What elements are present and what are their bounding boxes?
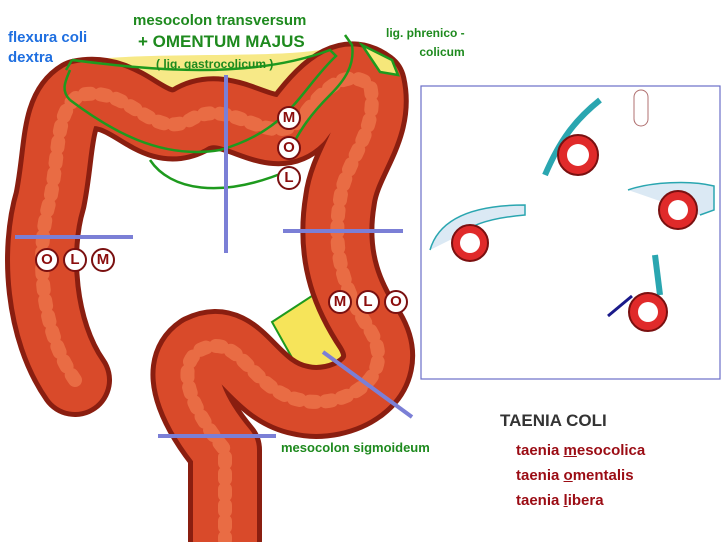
phrenico-line-1: lig. phrenico - — [386, 26, 465, 40]
taenia-prefix: taenia — [516, 492, 564, 509]
marker-ascending-o: O — [35, 248, 59, 272]
taenia-rest: esocolica — [576, 442, 646, 459]
marker-descending-o: O — [384, 290, 408, 314]
marker-transverse-m: M — [277, 106, 301, 130]
taenia-mesocolica: taenia mesocolica — [516, 438, 645, 463]
omentum-majus-label: + OMENTUM MAJUS — [138, 32, 305, 51]
taenia-omentalis: taenia omentalis — [516, 463, 645, 488]
marker-transverse-l: L — [277, 166, 301, 190]
marker-ascending-m: M — [91, 248, 115, 272]
marker-descending-m: M — [328, 290, 352, 314]
taenia-initial: l — [563, 492, 568, 509]
phrenico-line-2: colicum — [419, 45, 465, 59]
marker-descending-l: L — [356, 290, 380, 314]
flexura-line-1: flexura coli — [8, 29, 88, 46]
cross-sections — [429, 89, 715, 332]
marker-transverse-o: O — [277, 136, 301, 160]
taenia-initial: m — [563, 442, 577, 459]
flexura-coli-dextra-label: flexura coli dextra — [8, 28, 87, 68]
taenia-libera: taenia libera — [516, 488, 645, 513]
lig-phrenicocolicum-label: lig. phrenico - colicum — [386, 24, 465, 62]
marker-ascending-l: L — [63, 248, 87, 272]
lig-gastrocolicum-label: ( lig. gastrocolicum ) — [156, 57, 274, 71]
taenia-rest: ibera — [567, 492, 604, 509]
taenia-coli-title: TAENIA COLI — [500, 411, 607, 430]
flexura-line-2: dextra — [8, 49, 54, 66]
taenia-prefix: taenia — [516, 442, 564, 459]
mesocolon-transversum-label: mesocolon transversum — [133, 12, 307, 29]
taenia-initial: o — [563, 467, 573, 484]
taenia-rest: mentalis — [572, 467, 634, 484]
taenia-list: taenia mesocolica taenia omentalis taeni… — [516, 438, 645, 513]
mesocolon-sigmoideum-label: mesocolon sigmoideum — [281, 440, 430, 455]
taenia-prefix: taenia — [516, 467, 564, 484]
